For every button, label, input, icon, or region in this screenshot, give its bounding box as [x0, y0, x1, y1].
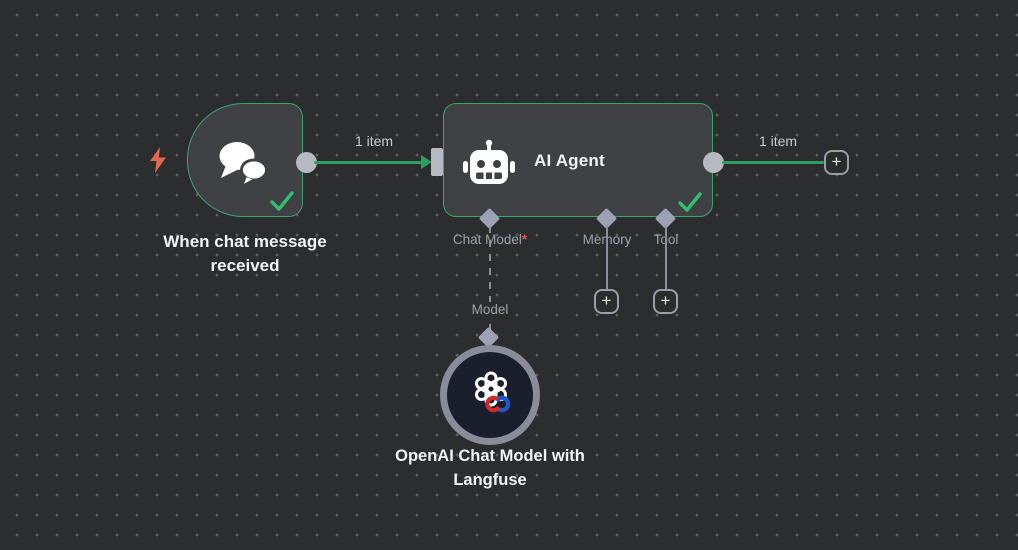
- plus-icon: +: [601, 291, 612, 310]
- model-port-label: Model: [467, 302, 513, 317]
- port-chat-model-label: Chat Model*: [453, 232, 527, 247]
- lightning-trigger-icon: [150, 147, 166, 173]
- plus-icon: +: [660, 291, 671, 310]
- model-node-label: OpenAI Chat Model with Langfuse: [395, 447, 585, 489]
- port-label-text: Chat Model: [452, 232, 522, 247]
- connection-agent-output[interactable]: [722, 161, 824, 164]
- chat-bubbles-icon: [219, 142, 268, 189]
- connection-items-count-label: 1 item: [354, 133, 394, 149]
- langfuse-logo-icon: [485, 395, 511, 413]
- success-check-icon: [270, 191, 294, 211]
- success-check-icon: [678, 192, 702, 212]
- memory-connection-stub[interactable]: [605, 226, 608, 290]
- add-tool-button[interactable]: +: [653, 289, 678, 314]
- add-memory-button[interactable]: +: [594, 289, 619, 314]
- agent-node-title: AI Agent: [534, 151, 605, 170]
- connection-trigger-to-agent[interactable]: [314, 161, 426, 164]
- robot-icon: [463, 139, 515, 184]
- openai-logo-icon: [474, 371, 508, 407]
- agent-output-connector[interactable]: [703, 152, 724, 173]
- agent-input-connector[interactable]: [431, 148, 443, 176]
- connection-chat-model-dashed[interactable]: [488, 226, 491, 332]
- required-asterisk: *: [521, 232, 528, 247]
- plus-icon: +: [831, 152, 842, 171]
- node-when-chat-message-received[interactable]: [187, 103, 303, 217]
- trigger-node-label: When chat message received: [163, 232, 327, 275]
- node-openai-chat-model[interactable]: [440, 345, 540, 445]
- connection-arrowhead-icon: [421, 155, 432, 169]
- tool-connection-stub[interactable]: [664, 226, 667, 290]
- trigger-output-connector[interactable]: [296, 152, 317, 173]
- add-node-button[interactable]: +: [824, 150, 849, 175]
- node-ai-agent[interactable]: AI Agent: [443, 103, 713, 217]
- connection-items-count-label: 1 item: [758, 133, 798, 149]
